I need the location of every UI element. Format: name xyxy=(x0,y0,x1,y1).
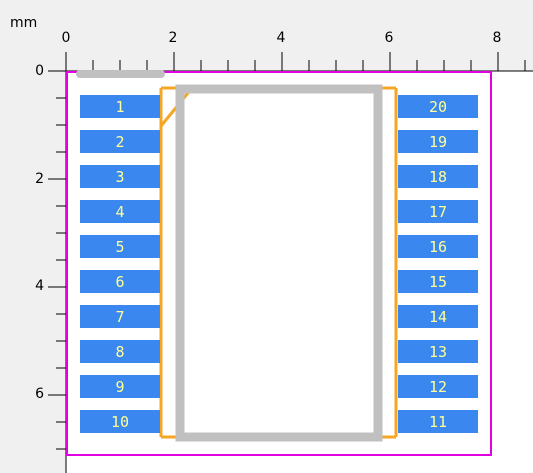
pad-number-label: 7 xyxy=(115,308,124,326)
y-ruler-label: 4 xyxy=(35,278,44,294)
pad-right[interactable] xyxy=(398,235,478,258)
pad-number-label: 12 xyxy=(429,378,447,396)
pad-number-label: 20 xyxy=(429,98,447,116)
horizontal-ruler: 0 2 4 6 8 xyxy=(62,30,533,72)
pad-left[interactable] xyxy=(80,410,160,433)
x-ruler-label: 4 xyxy=(277,30,286,46)
pad-left[interactable] xyxy=(80,200,160,223)
pad-left[interactable] xyxy=(80,95,160,118)
pad-left[interactable] xyxy=(80,305,160,328)
pad-number-label: 16 xyxy=(429,238,447,256)
units-label: mm xyxy=(10,15,37,31)
right-pad-column: 20 19 18 17 16 15 14 13 12 11 xyxy=(398,95,478,433)
pad-number-label: 11 xyxy=(429,413,447,431)
component-body-outline[interactable] xyxy=(175,84,383,442)
pad-right[interactable] xyxy=(398,200,478,223)
pad-number-label: 2 xyxy=(115,133,124,151)
x-ruler-label: 0 xyxy=(62,30,71,46)
pad-number-label: 3 xyxy=(115,168,124,186)
pad-number-label: 19 xyxy=(429,133,447,151)
pad-left[interactable] xyxy=(80,165,160,188)
left-pad-column: 1 2 3 4 5 6 7 8 9 10 xyxy=(80,95,160,433)
pad-number-label: 9 xyxy=(115,378,124,396)
pad-right[interactable] xyxy=(398,410,478,433)
pad-number-label: 15 xyxy=(429,273,447,291)
y-ruler-label: 0 xyxy=(35,63,44,79)
pad-number-label: 5 xyxy=(115,238,124,256)
pad-right[interactable] xyxy=(398,95,478,118)
pad-number-label: 1 xyxy=(115,98,124,116)
pad-right[interactable] xyxy=(398,375,478,398)
vertical-ruler-ticks xyxy=(48,70,66,450)
vertical-ruler: 0 2 4 6 xyxy=(35,63,67,473)
board-outline[interactable] xyxy=(66,71,492,456)
pad-right[interactable] xyxy=(398,305,478,328)
pad-number-label: 6 xyxy=(115,273,124,291)
pad-number-label: 18 xyxy=(429,168,447,186)
pad-left[interactable] xyxy=(80,235,160,258)
pad-left[interactable] xyxy=(80,270,160,293)
horizontal-ruler-ticks xyxy=(65,52,526,71)
x-ruler-label: 6 xyxy=(385,30,394,46)
x-ruler-label: 8 xyxy=(493,30,502,46)
y-ruler-label: 2 xyxy=(35,171,44,187)
pad-right[interactable] xyxy=(398,165,478,188)
pad-right[interactable] xyxy=(398,130,478,153)
pad-number-label: 17 xyxy=(429,203,447,221)
pad-left[interactable] xyxy=(80,375,160,398)
pad-number-label: 14 xyxy=(429,308,447,326)
pad-left[interactable] xyxy=(80,340,160,363)
x-ruler-label: 2 xyxy=(169,30,178,46)
pad-left[interactable] xyxy=(80,130,160,153)
pad-right[interactable] xyxy=(398,270,478,293)
pad-right[interactable] xyxy=(398,340,478,363)
pad-number-label: 4 xyxy=(115,203,124,221)
pad-number-label: 8 xyxy=(115,343,124,361)
pad-number-label: 13 xyxy=(429,343,447,361)
pad-number-label: 10 xyxy=(111,413,129,431)
y-ruler-label: 6 xyxy=(35,386,44,402)
